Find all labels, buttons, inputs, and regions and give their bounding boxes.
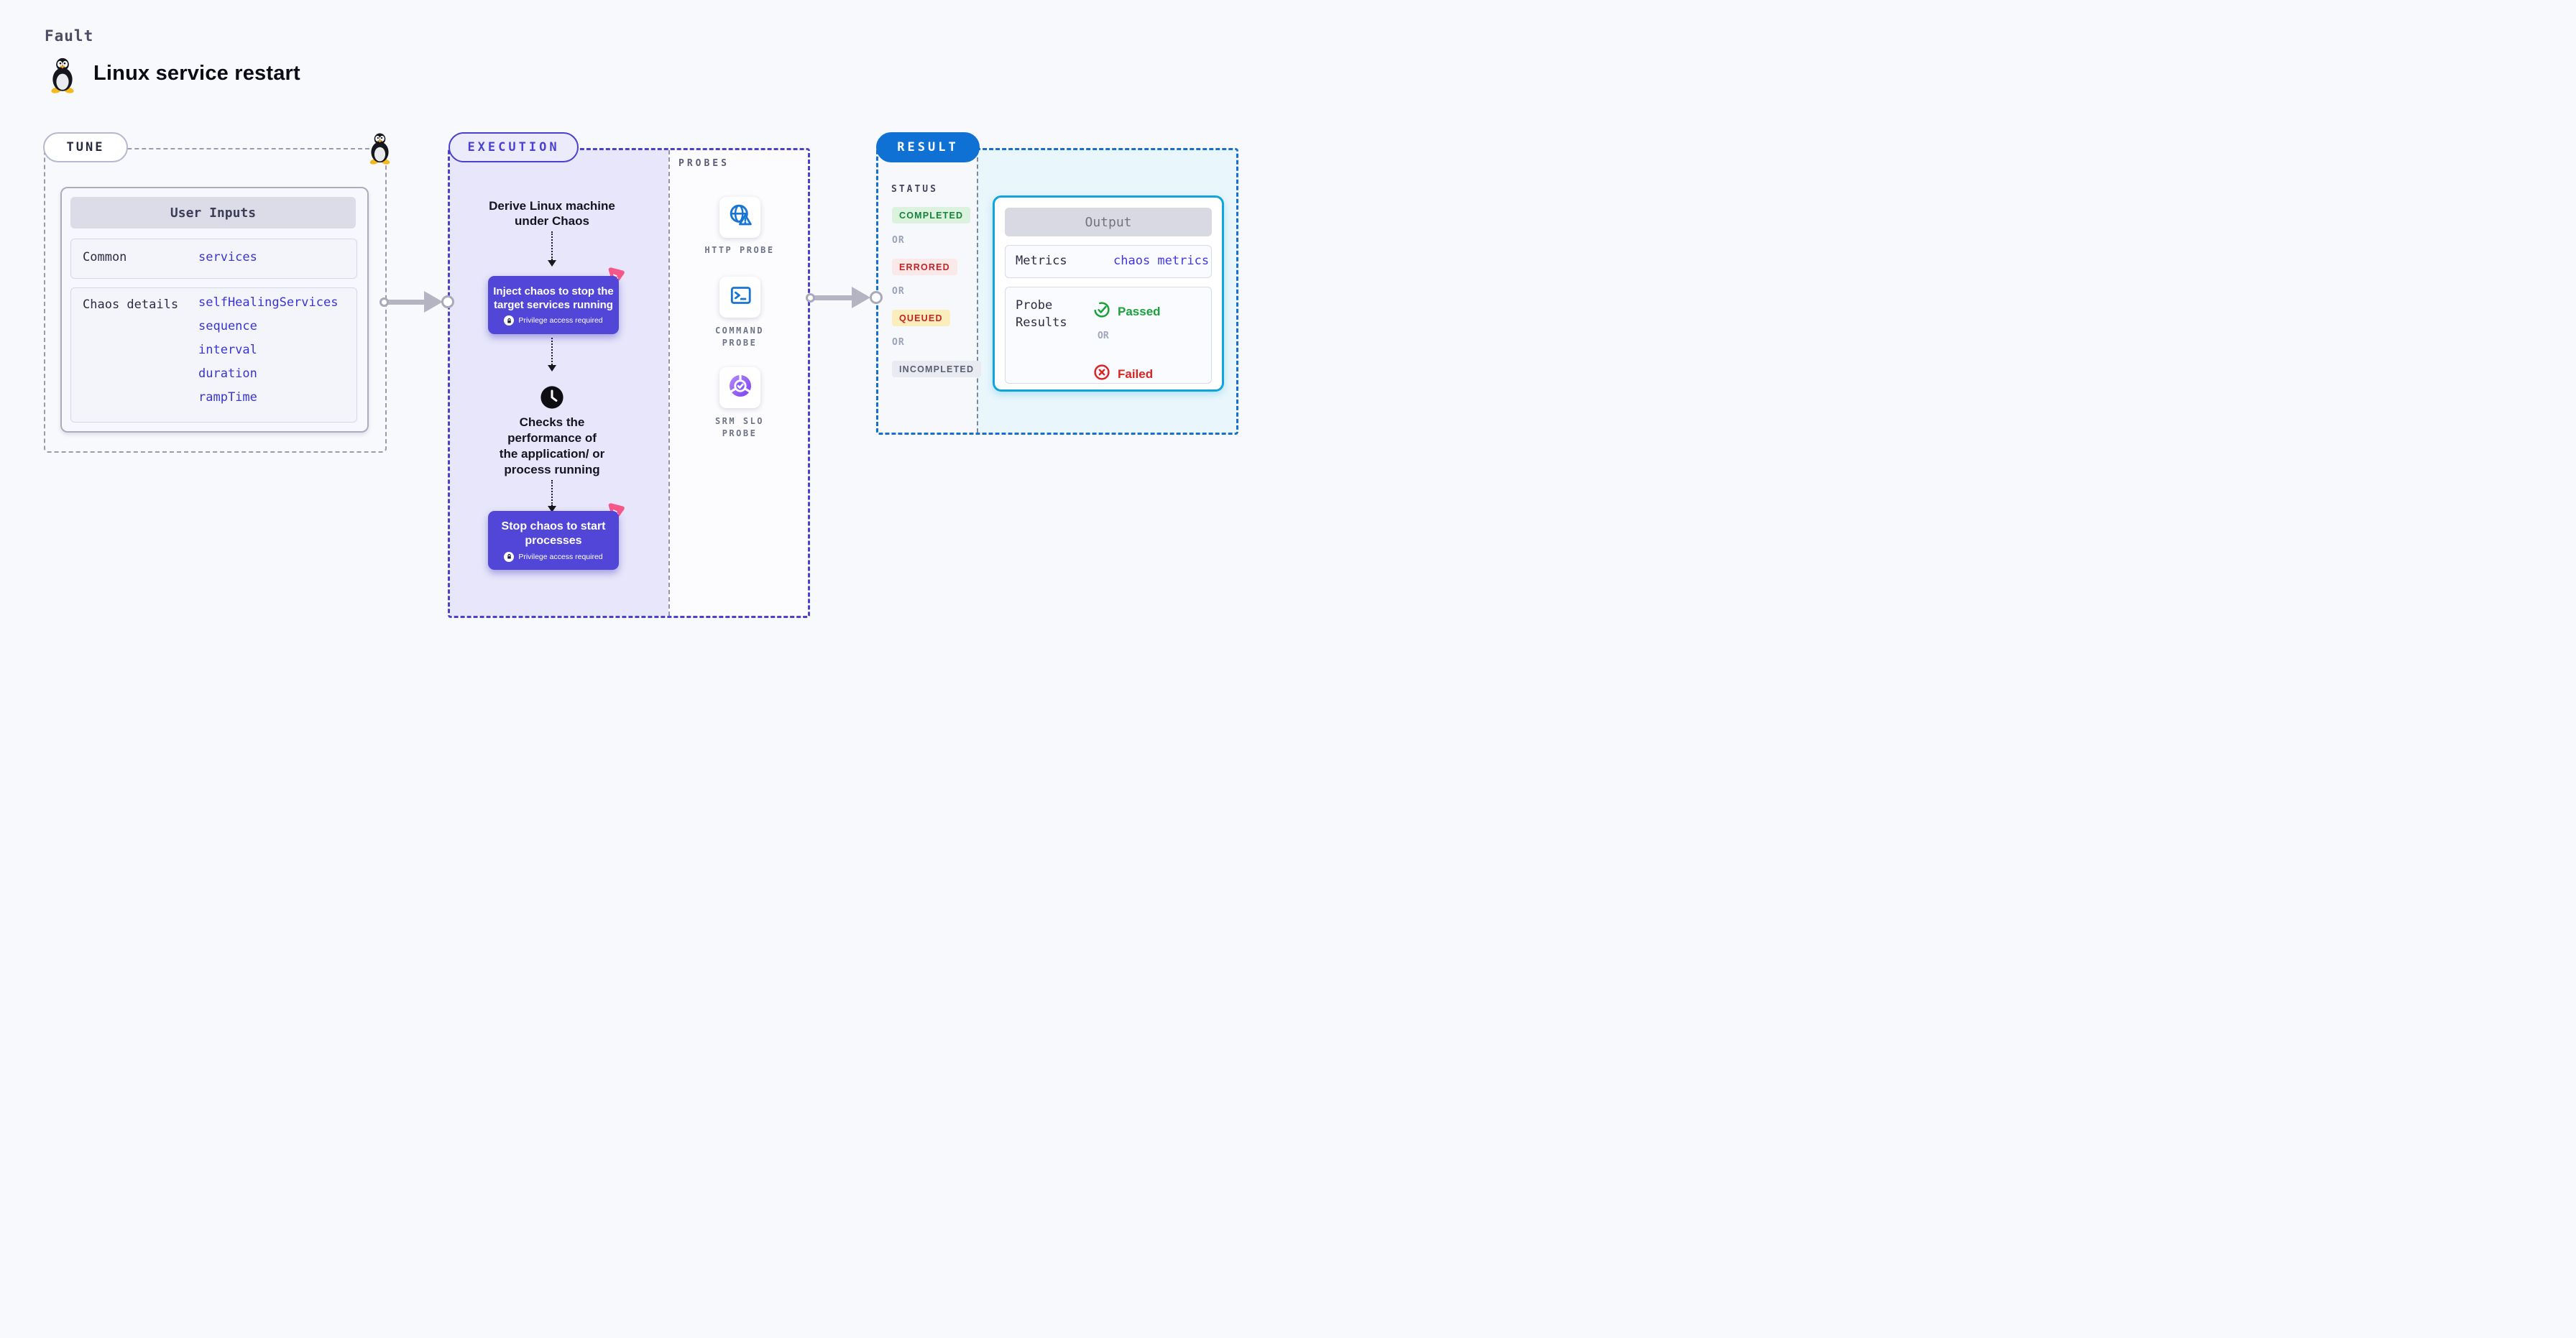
metrics-label: Metrics bbox=[1016, 254, 1067, 268]
tune-section-pill: TUNE bbox=[43, 132, 128, 162]
clock-icon bbox=[540, 385, 564, 413]
inject-chaos-text: Inject chaos to stop the target services… bbox=[493, 285, 614, 311]
result-section-pill: RESULT bbox=[876, 132, 980, 162]
derive-step-text: Derive Linux machine under Chaos bbox=[489, 199, 615, 228]
user-inputs-card: User Inputs Common services Chaos detail… bbox=[60, 187, 369, 433]
privilege-access-label: Privilege access required bbox=[518, 316, 603, 325]
param-link-ramptime[interactable]: rampTime bbox=[198, 390, 257, 405]
output-header: Output bbox=[1005, 208, 1212, 236]
lock-icon bbox=[504, 315, 515, 326]
stop-chaos-text: Stop chaos to start processes bbox=[501, 520, 606, 547]
probes-label: PROBES bbox=[678, 158, 730, 169]
or-separator: OR bbox=[892, 337, 905, 348]
flow-arrowhead bbox=[548, 506, 556, 512]
stop-chaos-node: Stop chaos to start processes Privilege … bbox=[488, 511, 619, 570]
status-badge-queued: QUEUED bbox=[892, 310, 950, 326]
privilege-access-row: Privilege access required bbox=[504, 315, 603, 326]
tux-penguin-small-icon bbox=[367, 132, 393, 165]
chaos-metrics-link[interactable]: chaos metrics bbox=[1113, 254, 1210, 268]
execution-section-pill: EXECUTION bbox=[448, 132, 579, 162]
command-probe-card bbox=[719, 277, 760, 318]
status-label: STATUS bbox=[891, 184, 938, 195]
x-circle-icon bbox=[1093, 364, 1110, 384]
param-link-interval[interactable]: interval bbox=[198, 343, 257, 357]
user-inputs-header: User Inputs bbox=[70, 197, 356, 229]
passed-label: Passed bbox=[1118, 304, 1161, 318]
globe-alert-icon bbox=[727, 203, 753, 232]
command-probe-label: COMMAND PROBE bbox=[714, 326, 765, 348]
inject-chaos-node: Inject chaos to stop the target services… bbox=[488, 276, 619, 334]
privilege-access-row: Privilege access required bbox=[504, 551, 603, 562]
common-label: Common bbox=[83, 250, 127, 264]
param-link-sequence[interactable]: sequence bbox=[198, 319, 257, 333]
status-badge-incompleted: INCOMPLETED bbox=[892, 361, 982, 377]
status-badge-completed: COMPLETED bbox=[892, 207, 971, 223]
chaos-details-label: Chaos details bbox=[83, 297, 179, 312]
chaos-details-row: Chaos details selfHealingServices sequen… bbox=[70, 287, 357, 423]
flow-arrowhead bbox=[548, 365, 556, 372]
param-link-selfhealingservices[interactable]: selfHealingServices bbox=[198, 295, 339, 310]
probe-results-row: Probe Results Passed OR F bbox=[1005, 287, 1212, 384]
output-card: Output Metrics chaos metrics Probe Resul… bbox=[993, 195, 1224, 392]
failed-label: Failed bbox=[1118, 366, 1154, 381]
or-separator: OR bbox=[1098, 331, 1109, 341]
fault-diagram: Fault Linux service restart TUNE bbox=[0, 0, 1288, 669]
failed-result: Failed bbox=[1093, 364, 1153, 384]
status-badge-errored: ERRORED bbox=[892, 259, 957, 275]
execution-probes-box bbox=[448, 148, 810, 618]
http-probe-label: HTTP PROBE bbox=[704, 245, 775, 255]
or-separator: OR bbox=[892, 235, 905, 246]
checks-step-text: Checks the performance of the applicatio… bbox=[499, 415, 605, 476]
status-column bbox=[878, 150, 977, 433]
flow-arrowhead bbox=[548, 260, 556, 267]
page-title: Linux service restart bbox=[93, 62, 300, 85]
flow-dotted-connector bbox=[551, 338, 553, 365]
flow-dotted-connector bbox=[551, 231, 553, 260]
passed-result: Passed bbox=[1093, 301, 1161, 322]
srm-slo-probe-card bbox=[719, 367, 760, 408]
check-circle-icon bbox=[1093, 301, 1110, 322]
probe-results-label: Probe Results bbox=[1016, 298, 1067, 330]
param-link-duration[interactable]: duration bbox=[198, 366, 257, 381]
http-probe-card bbox=[719, 197, 760, 238]
execution-probes-divider bbox=[668, 150, 670, 616]
or-separator: OR bbox=[892, 286, 905, 297]
slo-donut-icon bbox=[727, 373, 753, 402]
param-link-services[interactable]: services bbox=[198, 250, 257, 264]
tux-penguin-icon bbox=[47, 56, 78, 93]
result-divider bbox=[977, 150, 978, 433]
terminal-icon bbox=[727, 282, 753, 312]
srm-slo-probe-label: SRM SLO PROBE bbox=[714, 416, 765, 438]
privilege-access-label: Privilege access required bbox=[518, 552, 603, 561]
common-inputs-row: Common services bbox=[70, 239, 357, 279]
metrics-row: Metrics chaos metrics bbox=[1005, 245, 1212, 278]
page-kicker: Fault bbox=[45, 27, 94, 45]
flow-dotted-connector bbox=[551, 480, 553, 506]
lock-icon bbox=[504, 551, 515, 562]
